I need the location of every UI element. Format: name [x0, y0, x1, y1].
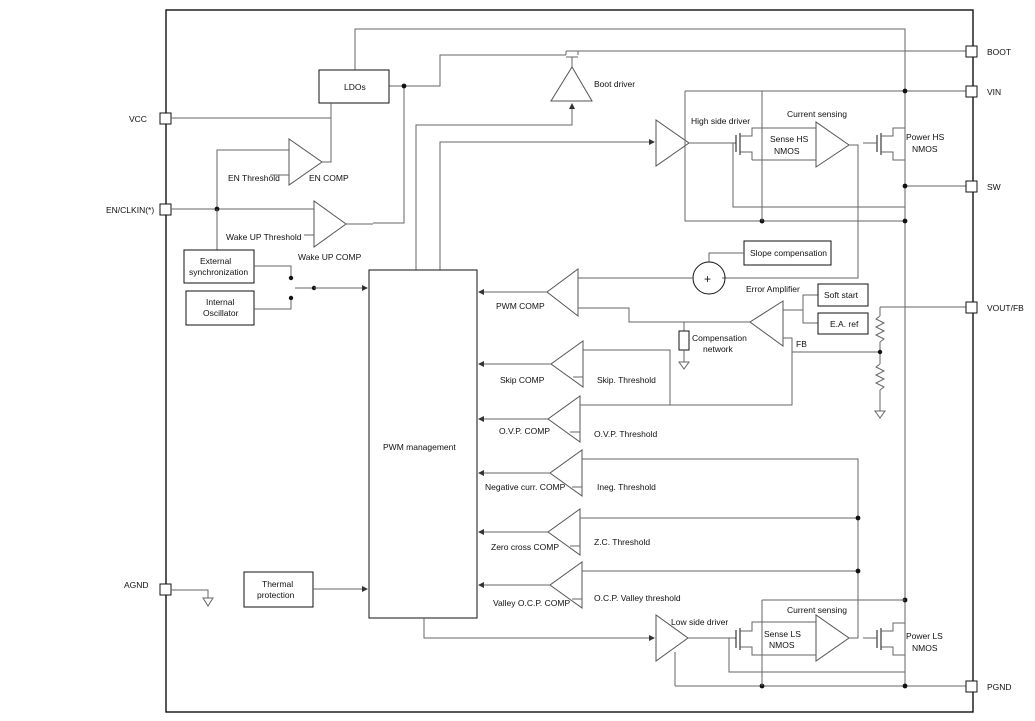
- ea-ref-block: E.A. ref: [817, 312, 869, 335]
- thermal-label-2: protection: [257, 590, 295, 600]
- fb-label: FB: [796, 339, 807, 349]
- ovp-threshold-label: O.V.P. Threshold: [594, 429, 657, 439]
- low-side-driver: Low side driver: [655, 614, 728, 662]
- thermal-protection-block: Thermal protection: [243, 571, 314, 608]
- pin-label-agnd: AGND: [124, 580, 149, 590]
- pin-label-vcc: VCC: [129, 114, 147, 124]
- high-side-driver: High side driver: [655, 116, 750, 167]
- agnd-ground-symbol: [171, 589, 214, 607]
- power-ls-nmos: Power LS NMOS: [863, 622, 943, 656]
- thermal-label-1: Thermal: [262, 579, 293, 589]
- sense-hs-label-1: Sense HS: [770, 134, 809, 144]
- pin-vcc: VCC: [129, 112, 172, 125]
- error-amplifier: Error Amplifier FB: [746, 284, 807, 349]
- ocp-valley-threshold-label: O.C.P. Valley threshold: [594, 593, 681, 603]
- wakeup-comp-label: Wake UP COMP: [298, 252, 362, 262]
- pwm-management-label: PWM management: [383, 442, 456, 452]
- comp-network-label-2: network: [703, 344, 734, 354]
- pwm-management-block: PWM management: [368, 269, 478, 619]
- error-amplifier-label: Error Amplifier: [746, 284, 800, 294]
- pwm-comparator: PWM COMP: [496, 268, 579, 318]
- pin-en-clkin: EN/CLKIN(*): [106, 203, 172, 216]
- pin-vin: VIN: [905, 85, 1001, 98]
- pin-label-boot: BOOT: [987, 47, 1011, 57]
- neg-curr-comp-label: Negative curr. COMP: [485, 482, 566, 492]
- boot-driver-label: Boot driver: [594, 79, 635, 89]
- valley-ocp-comp-label: Valley O.C.P. COMP: [493, 598, 570, 608]
- skip-threshold-label: Skip. Threshold: [597, 375, 656, 385]
- skip-comp-label: Skip COMP: [500, 375, 545, 385]
- pin-boot: BOOT: [905, 45, 1011, 58]
- power-hs-label-1: Power HS: [906, 132, 945, 142]
- slope-comp-label: Slope compensation: [750, 248, 827, 258]
- power-hs-label-2: NMOS: [912, 144, 938, 154]
- zero-cross-comparator: Zero cross COMP Z.C. Threshold: [491, 508, 650, 556]
- power-ls-label-1: Power LS: [906, 631, 943, 641]
- high-side-driver-label: High side driver: [691, 116, 750, 126]
- soft-start-block: Soft start: [817, 283, 869, 307]
- power-hs-nmos: Power HS NMOS: [863, 127, 945, 161]
- en-comp-label: EN COMP: [309, 173, 349, 183]
- external-sync-block: External synchronization: [183, 249, 255, 284]
- en-comparator: EN Threshold EN COMP: [228, 138, 349, 186]
- sense-ls-label-1: Sense LS: [764, 629, 801, 639]
- pin-vout-fb: VOUT/FB: [880, 301, 1024, 314]
- wakeup-threshold-label: Wake UP Threshold: [226, 232, 302, 242]
- pwm-comp-label: PWM COMP: [496, 301, 545, 311]
- chip-outline: [165, 9, 974, 713]
- feedback-divider: [874, 307, 886, 419]
- low-side-driver-label: Low side driver: [671, 617, 728, 627]
- zero-cross-comp-label: Zero cross COMP: [491, 542, 559, 552]
- ldos-block: LDOs: [318, 69, 390, 104]
- current-sensing-bottom-label: Current sensing: [787, 605, 847, 615]
- pin-label-pgnd: PGND: [987, 682, 1012, 692]
- negative-current-comparator: Negative curr. COMP Ineg. Threshold: [485, 449, 656, 497]
- slope-compensation-block: Slope compensation: [743, 240, 832, 266]
- int-osc-label-1: Internal: [206, 297, 234, 307]
- current-sensing-top-label: Current sensing: [787, 109, 847, 119]
- zc-threshold-label: Z.C. Threshold: [594, 537, 650, 547]
- ovp-comp-label: O.V.P. COMP: [499, 426, 550, 436]
- pin-label-en-clkin: EN/CLKIN(*): [106, 205, 154, 215]
- pin-agnd: AGND: [124, 580, 172, 596]
- pin-label-sw: SW: [987, 182, 1001, 192]
- current-sensing-amp-bottom: Current sensing: [762, 605, 859, 662]
- power-ls-label-2: NMOS: [912, 643, 938, 653]
- soft-start-label: Soft start: [824, 290, 859, 300]
- pin-sw: SW: [905, 180, 1001, 193]
- ovp-comparator: O.V.P. COMP O.V.P. Threshold: [499, 395, 657, 443]
- valley-ocp-comparator: Valley O.C.P. COMP O.C.P. Valley thresho…: [493, 561, 681, 609]
- skip-comparator: Skip COMP Skip. Threshold: [500, 340, 656, 388]
- sense-hs-label-2: NMOS: [774, 146, 800, 156]
- comp-network-label-1: Compensation: [692, 333, 747, 343]
- int-osc-label-2: Oscillator: [203, 308, 239, 318]
- en-threshold-label: EN Threshold: [228, 173, 280, 183]
- summing-node: +: [692, 261, 726, 295]
- ineg-threshold-label: Ineg. Threshold: [597, 482, 656, 492]
- wakeup-comparator: Wake UP Threshold Wake UP COMP: [226, 200, 362, 262]
- sense-ls-label-2: NMOS: [769, 640, 795, 650]
- boot-driver: Boot driver: [550, 51, 635, 102]
- pin-label-vin: VIN: [987, 87, 1001, 97]
- compensation-network: Compensation network: [678, 322, 747, 370]
- pin-label-vout-fb: VOUT/FB: [987, 303, 1024, 313]
- ldos-label: LDOs: [344, 82, 366, 92]
- sense-hs-nmos: Sense HS NMOS: [732, 91, 905, 221]
- ext-sync-label-1: External: [200, 256, 231, 266]
- current-sensing-amp-top: Current sensing: [722, 109, 859, 279]
- summing-node-label: +: [704, 272, 711, 286]
- ext-sync-label-2: synchronization: [189, 267, 248, 277]
- ea-ref-label: E.A. ref: [830, 319, 859, 329]
- sense-ls-nmos: Sense LS NMOS: [728, 599, 905, 686]
- pin-pgnd: PGND: [675, 680, 1012, 693]
- internal-oscillator-block: Internal Oscillator: [185, 290, 255, 326]
